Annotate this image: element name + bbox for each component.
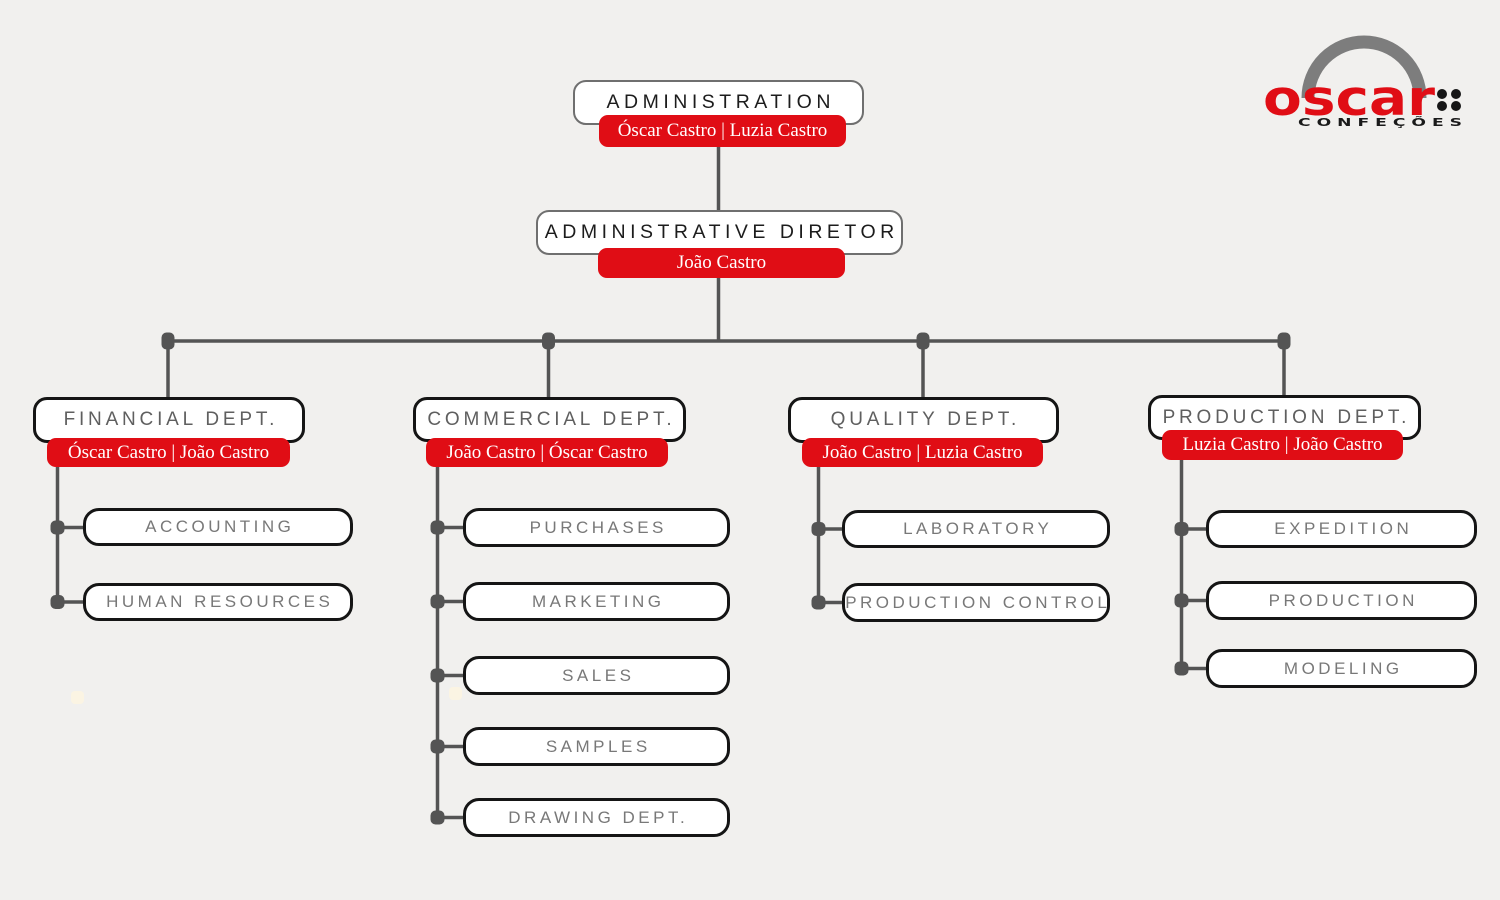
junction-dot <box>430 520 445 535</box>
background-spot <box>71 691 84 704</box>
badge-production-members: Luzia Castro | João Castro <box>1162 430 1403 460</box>
logo-subtitle-text: C O N F E Ç Õ E S <box>1298 116 1462 129</box>
junction-dot <box>430 810 445 825</box>
node-title: DRAWING DEPT. <box>508 807 689 827</box>
badge-quality-members: João Castro | Luzia Castro <box>802 438 1043 467</box>
junction-dot <box>1277 332 1291 350</box>
node-financial-dept: FINANCIAL DEPT. <box>33 397 305 443</box>
node-sales: SALES <box>463 656 730 695</box>
node-commercial-dept: COMMERCIAL DEPT. <box>413 397 686 442</box>
node-title: PURCHASES <box>529 517 667 537</box>
logo-brand-text: oscar <box>1263 70 1436 127</box>
node-marketing: MARKETING <box>463 582 730 621</box>
junction-dot <box>430 739 445 754</box>
junction-dot <box>1174 661 1189 676</box>
node-title: FINANCIAL DEPT. <box>63 409 279 430</box>
node-administrative-diretor: ADMINISTRATIVE DIRETOR <box>536 210 903 255</box>
logo-dots-icon <box>1437 89 1461 111</box>
node-drawing-dept: DRAWING DEPT. <box>463 798 730 837</box>
company-logo: oscar C O N F E Ç Õ E S <box>1263 35 1462 129</box>
junction-dot <box>50 520 65 535</box>
logo-arch-icon <box>1301 35 1427 99</box>
node-title: EXPEDITION <box>1274 519 1413 538</box>
node-title: ADMINISTRATION <box>606 91 835 113</box>
background-spot <box>449 687 462 700</box>
node-quality-dept: QUALITY DEPT. <box>788 397 1059 443</box>
node-title: PRODUCTION DEPT. <box>1162 406 1411 428</box>
junction-dot <box>811 595 826 610</box>
node-production-control: PRODUCTION CONTROL <box>842 583 1110 622</box>
node-title: SALES <box>562 665 635 685</box>
badge-financial-members: Óscar Castro | João Castro <box>47 438 290 467</box>
node-title: ADMINISTRATIVE DIRETOR <box>544 221 899 243</box>
junction-dot <box>1174 522 1189 536</box>
node-title: QUALITY DEPT. <box>830 409 1021 430</box>
junction-dot <box>50 595 65 609</box>
node-human-resources: HUMAN RESOURCES <box>83 583 353 621</box>
junction-dot <box>916 332 930 350</box>
junction-dot <box>1174 593 1189 608</box>
junction-dot <box>542 332 555 350</box>
node-purchases: PURCHASES <box>463 508 730 547</box>
node-title: HUMAN RESOURCES <box>106 592 334 611</box>
node-expedition: EXPEDITION <box>1206 510 1477 548</box>
node-modeling: MODELING <box>1206 649 1477 688</box>
node-title: SAMPLES <box>545 736 651 756</box>
node-title: COMMERCIAL DEPT. <box>427 408 676 430</box>
node-title: MODELING <box>1283 658 1403 678</box>
node-title: ACCOUNTING <box>145 517 295 536</box>
node-title: PRODUCTION CONTROL <box>845 592 1111 612</box>
node-samples: SAMPLES <box>463 727 730 766</box>
node-accounting: ACCOUNTING <box>83 508 353 546</box>
junction-dot <box>811 522 826 536</box>
junction-dot <box>161 332 175 350</box>
badge-director-members: João Castro <box>598 248 845 278</box>
junction-dot <box>430 594 445 609</box>
badge-administration-members: Óscar Castro | Luzia Castro <box>599 115 846 147</box>
badge-commercial-members: João Castro | Óscar Castro <box>426 438 668 467</box>
node-title: LABORATORY <box>903 519 1053 538</box>
junction-dot <box>430 668 445 683</box>
node-laboratory: LABORATORY <box>842 510 1110 548</box>
node-title: MARKETING <box>531 591 665 611</box>
node-production: PRODUCTION <box>1206 581 1477 620</box>
node-title: PRODUCTION <box>1268 590 1418 610</box>
